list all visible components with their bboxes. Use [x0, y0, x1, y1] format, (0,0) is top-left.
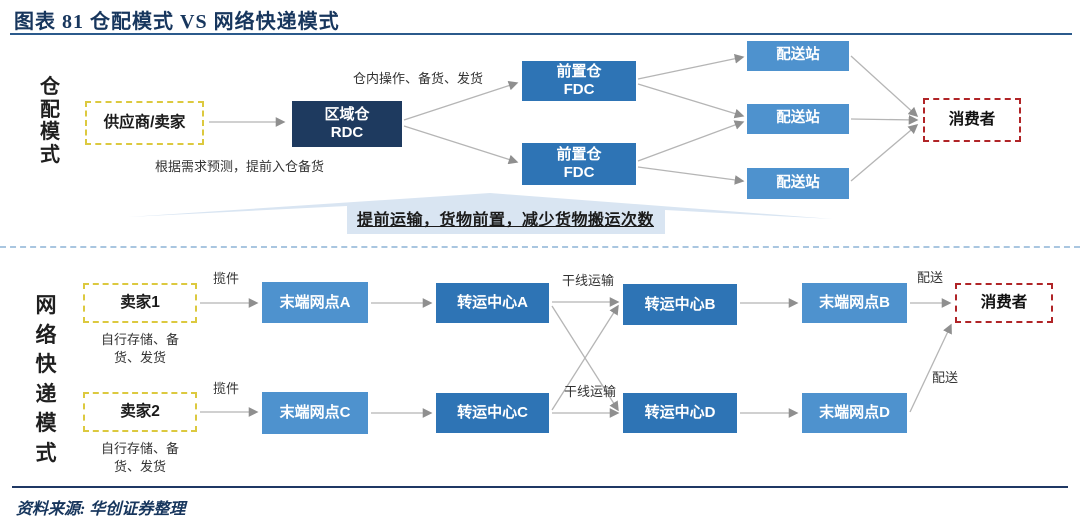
- label-pickup-2: 揽件: [213, 381, 240, 396]
- node-consumer-top-label: 消费者: [948, 110, 996, 128]
- node-consumer-bottom: 消费者: [955, 283, 1053, 323]
- node-rdc-subtitle: RDC: [330, 124, 364, 141]
- node-terminal-outlet-a-label: 末端网点A: [279, 293, 351, 311]
- node-delivery-station-2: 配送站: [747, 104, 849, 134]
- label-delivery-1: 配送: [917, 270, 944, 285]
- banner-summary-text: 提前运输，货物前置，减少货物搬运次数: [357, 212, 655, 229]
- node-fdc2-subtitle: FDC: [563, 164, 595, 181]
- title-divider: [10, 33, 1072, 35]
- express-model-side-label: 网络快递模式: [35, 294, 57, 465]
- warehouse-model-side-label: 仓配模式: [40, 76, 60, 166]
- node-transfer-hub-b: 转运中心B: [623, 284, 737, 325]
- section-divider: [0, 246, 1080, 248]
- node-transfer-hub-a: 转运中心A: [436, 283, 549, 323]
- node-seller-2-label: 卖家2: [120, 402, 160, 420]
- node-front-warehouse-fdc-1: 前置仓 FDC: [522, 61, 636, 101]
- label-pickup-1: 揽件: [213, 271, 240, 286]
- node-terminal-outlet-b-label: 末端网点B: [819, 294, 890, 312]
- express-connectors: [200, 297, 952, 418]
- node-transfer-hub-d-label: 转运中心D: [644, 404, 716, 422]
- node-fdc1-title: 前置仓: [556, 63, 602, 81]
- node-seller-1: 卖家1: [83, 283, 197, 323]
- node-terminal-outlet-a: 末端网点A: [262, 282, 368, 323]
- node-delivery-station-3: 配送站: [747, 168, 849, 199]
- label-inbound-forecast: 根据需求预测，提前入仓备货: [155, 159, 325, 174]
- figure-title: 图表 81 仓配模式 VS 网络快递模式: [14, 11, 340, 33]
- node-fdc1-subtitle: FDC: [563, 81, 595, 98]
- node-seller-2: 卖家2: [83, 392, 197, 432]
- node-delivery-station-2-label: 配送站: [776, 110, 820, 127]
- node-consumer-top: 消费者: [923, 98, 1021, 142]
- node-fdc2-title: 前置仓: [556, 146, 602, 164]
- node-terminal-outlet-d: 末端网点D: [802, 393, 907, 433]
- node-terminal-outlet-b: 末端网点B: [802, 283, 907, 323]
- node-transfer-hub-d: 转运中心D: [623, 393, 737, 433]
- source-note: 资料来源: 华创证券整理: [16, 501, 186, 518]
- node-regional-warehouse-rdc: 区域仓 RDC: [292, 101, 402, 147]
- node-transfer-hub-c-label: 转运中心C: [457, 404, 528, 422]
- node-seller-1-label: 卖家1: [120, 293, 160, 311]
- note-seller-1-selfstorage: 自行存储、备 货、发货: [100, 332, 179, 365]
- node-delivery-station-1-label: 配送站: [776, 47, 820, 64]
- label-delivery-2: 配送: [932, 370, 959, 385]
- node-transfer-hub-c: 转运中心C: [436, 393, 549, 433]
- node-front-warehouse-fdc-2: 前置仓 FDC: [522, 143, 636, 185]
- note-seller-2-selfstorage: 自行存储、备 货、发货: [100, 441, 179, 474]
- footer-divider: [12, 486, 1068, 488]
- label-trunk-transport-1: 干线运输: [562, 273, 615, 288]
- node-delivery-station-3-label: 配送站: [776, 174, 820, 191]
- node-rdc-title: 区域仓: [324, 106, 370, 124]
- node-terminal-outlet-c: 末端网点C: [262, 392, 368, 434]
- node-supplier-seller: 供应商/卖家: [85, 101, 204, 145]
- node-consumer-bottom-label: 消费者: [980, 293, 1028, 311]
- node-transfer-hub-b-label: 转运中心B: [644, 295, 716, 313]
- node-terminal-outlet-c-label: 末端网点C: [279, 404, 351, 422]
- banner-arrow-shape: [128, 193, 833, 234]
- node-delivery-station-1: 配送站: [747, 41, 849, 71]
- node-supplier-seller-label: 供应商/卖家: [103, 113, 186, 131]
- warehouse-connectors: [209, 53, 919, 185]
- label-warehouse-ops: 仓内操作、备货、发货: [353, 71, 484, 86]
- node-transfer-hub-a-label: 转运中心A: [457, 294, 528, 312]
- label-trunk-transport-2: 干线运输: [564, 384, 617, 399]
- node-terminal-outlet-d-label: 末端网点D: [819, 404, 890, 422]
